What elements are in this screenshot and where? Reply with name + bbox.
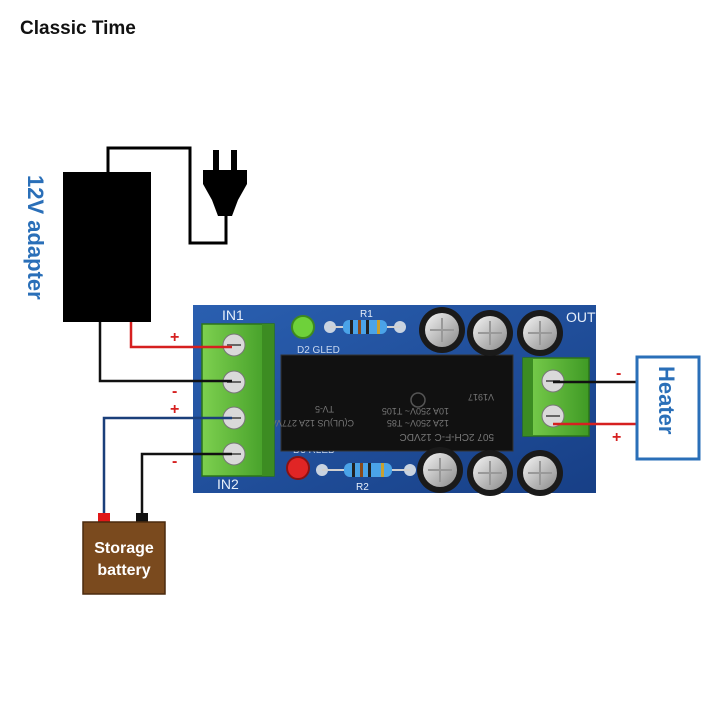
capacitor bbox=[417, 447, 463, 493]
adapter-label-text: 12V adapter bbox=[23, 175, 48, 300]
relay-line6: TV-5 bbox=[315, 404, 334, 414]
page-title: Classic Time bbox=[20, 18, 136, 39]
r1-label: R1 bbox=[360, 309, 373, 320]
adapter-box bbox=[63, 172, 151, 322]
input-terminal-block bbox=[201, 323, 275, 477]
green-led bbox=[291, 315, 315, 339]
adapter-minus-sign: - bbox=[172, 383, 177, 400]
adapter-positive-wire bbox=[129, 322, 232, 349]
storage-battery: Storage battery bbox=[82, 513, 166, 595]
adapter-label: 12V adapter bbox=[23, 175, 48, 300]
relay-line2: 12A 250V~ T85 bbox=[387, 418, 449, 428]
battery-plus-sign: + bbox=[170, 401, 179, 418]
in1-label: IN1 bbox=[222, 307, 244, 323]
relay-line1: 507 2CH-F-C 12VDC bbox=[400, 431, 494, 442]
heater-minus-sign: - bbox=[616, 365, 621, 382]
red-led bbox=[286, 456, 310, 480]
in2-label: IN2 bbox=[217, 476, 239, 492]
plug-icon bbox=[203, 150, 247, 216]
battery-positive-wire bbox=[102, 416, 232, 514]
battery-label-line1: Storage bbox=[94, 540, 154, 557]
capacitor bbox=[419, 307, 465, 353]
adapter-plus-sign: + bbox=[170, 329, 179, 346]
capacitor bbox=[467, 450, 513, 496]
heater-plus-sign: + bbox=[612, 429, 621, 446]
r2-label: R2 bbox=[356, 482, 369, 493]
screw-terminal bbox=[222, 333, 246, 357]
relay-line3: 10A 250V~ T105 bbox=[382, 406, 449, 416]
battery-negative-wire bbox=[140, 452, 232, 514]
battery-minus-sign: - bbox=[172, 453, 177, 470]
green-led-label: D2 GLED bbox=[297, 345, 340, 356]
battery-label-line2: battery bbox=[97, 562, 150, 579]
out-label: OUT bbox=[566, 309, 596, 325]
resistor-r1 bbox=[324, 320, 406, 334]
relay-board: IN1 IN2 OUT D2 GLED D3 RLED R1 bbox=[193, 305, 596, 496]
relay: 507 2CH-F-C 12VDC 12A 250V~ T85 10A 250V… bbox=[264, 354, 514, 452]
screw-terminal bbox=[541, 404, 565, 428]
capacitor bbox=[517, 450, 563, 496]
resistor-r2 bbox=[316, 463, 416, 477]
heater-label: Heater bbox=[654, 366, 679, 435]
capacitor bbox=[467, 310, 513, 356]
heater-box bbox=[635, 355, 701, 461]
relay-line5: C(UL)US 12A 277VAC bbox=[264, 418, 354, 428]
relay-line4: V1917 bbox=[468, 392, 494, 402]
capacitor bbox=[517, 310, 563, 356]
adapter-negative-wire bbox=[98, 322, 232, 383]
plug-cable bbox=[106, 146, 228, 245]
